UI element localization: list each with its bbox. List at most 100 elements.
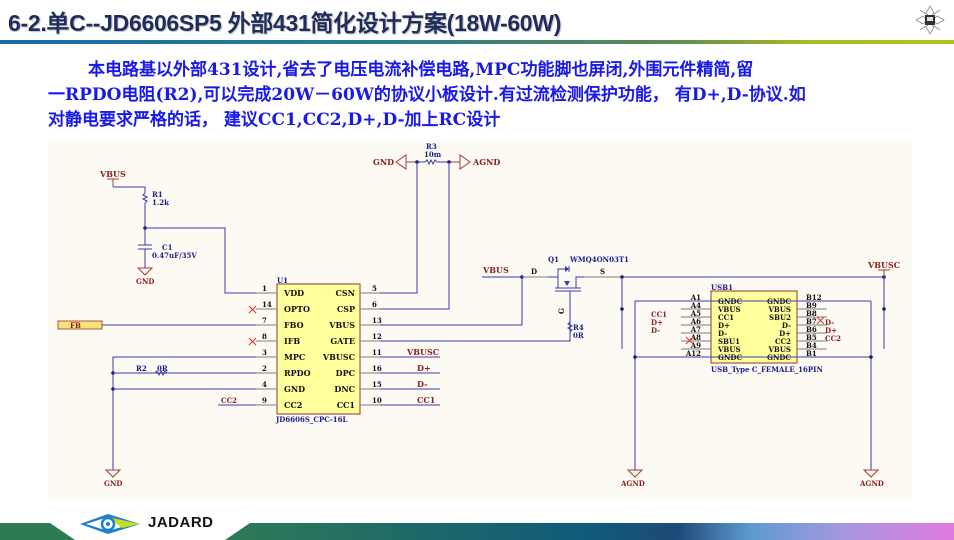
u1-part: JD6606S_CPC-16L: [275, 415, 347, 424]
usb-pin-number: B7: [806, 317, 817, 326]
usb-pin-name: CC1: [718, 313, 734, 322]
u1-pin-number: 3: [262, 348, 267, 357]
resistor-r2: R2 0R: [136, 364, 168, 377]
title-underline: [0, 40, 954, 44]
u1-pin-number: 14: [262, 300, 272, 309]
usb-pin-name: CC2: [775, 337, 791, 346]
usb-pin-name: VBUS: [717, 345, 741, 354]
q1-pin-s: S: [600, 267, 605, 276]
usb-pin-number: B12: [806, 293, 822, 302]
vbus-label: VBUS: [99, 169, 126, 179]
agnd-right-label: AGND: [859, 479, 884, 488]
resistor-r3: GND AGND R3 10m: [373, 142, 500, 170]
page-title: 6-2.单C--JD6606SP5 外部431简化设计方案(18W-60W): [8, 10, 562, 36]
gnd-bottom-label: GND: [104, 479, 122, 488]
usb1-ref: USB1: [711, 283, 733, 292]
description-line-1: 本电路基以外部431设计,省去了电压电流补偿电路,MPC功能脚也屏闭,外围元件精…: [88, 60, 754, 80]
q1-value: WMQ4ON03T1: [569, 255, 629, 264]
u1-pin-number: 10: [372, 396, 382, 405]
jadard-logo-icon: [80, 514, 140, 534]
usb-pin-name: SBU1: [718, 337, 740, 346]
r4-value: 0R: [573, 331, 584, 340]
r1-value: 1.2k: [152, 198, 169, 207]
description-line-2: 一RPDO电阻(R2),可以完成20W－60W的协议小板设计.有过流检测保护功能…: [48, 85, 806, 105]
c1-ref: C1: [162, 243, 173, 252]
usb-pin-number: A8: [690, 333, 701, 342]
footer-banner: [0, 523, 954, 540]
usb-pin-name: SBU2: [769, 313, 791, 322]
u1-pin-number: 4: [262, 380, 267, 389]
u1-pin-name: MPC: [284, 352, 305, 362]
u1-ref: U1: [277, 276, 288, 285]
usb-pin-number: A12: [685, 349, 701, 358]
r4-ref: R4: [573, 323, 584, 332]
c1-value: 0.47uF/35V: [152, 251, 197, 260]
description-text: 本电路基以外部431设计,省去了电压电流补偿电路,MPC功能脚也屏闭,外围元件精…: [48, 58, 928, 133]
usb-b7-dminus-label: D-: [825, 318, 834, 327]
vbusc-power-port: VBUSC: [867, 260, 900, 277]
usb-pin-number: B4: [806, 341, 817, 350]
usb-pin-number: A5: [690, 309, 701, 318]
capacitor-c1: C1 0.47uF/35V: [138, 243, 197, 268]
usb-pin-name: VBUS: [767, 305, 791, 314]
u1-pin-name: GND: [284, 384, 305, 394]
agnd-port-label: AGND: [472, 157, 500, 167]
r3-value: 10m: [424, 150, 442, 159]
u1-pin-number: 8: [262, 332, 267, 341]
usb-b5-cc2-label: CC2: [825, 334, 841, 343]
fb-net-port: FB: [57, 320, 103, 330]
u1-pin-number: 11: [372, 348, 382, 357]
u1-pin-number: 13: [372, 316, 382, 325]
usb-pin-number: B9: [806, 301, 817, 310]
usb-pin-number: A1: [690, 293, 701, 302]
u1-pin-number: 6: [372, 300, 377, 309]
gnd-port-label: GND: [373, 157, 394, 167]
usb-pin-number: A9: [690, 341, 701, 350]
u1-pin-number: 16: [372, 364, 382, 373]
q1-pin-d: D: [531, 267, 537, 276]
usb-pin-number: A7: [690, 325, 701, 334]
usb-cc1-label: CC1: [651, 310, 667, 319]
company-emblem-icon: [915, 5, 945, 35]
gnd-label: GND: [136, 277, 154, 286]
usb1-part: USB_Type C_FEMALE_16PIN: [711, 365, 823, 374]
r1-ref: R1: [152, 190, 163, 199]
u1-pin-name: VBUS: [328, 320, 355, 330]
usb-pin-name: D-: [718, 329, 727, 338]
vbusc-port-label: VBUSC: [867, 260, 900, 270]
usb-pin-number: A6: [690, 317, 701, 326]
schematic-diagram: .w{stroke:#3b3ba8;stroke-width:1;fill:no…: [48, 140, 912, 500]
u1-pin-name: CC1: [337, 400, 355, 410]
usb-pin-name: D-: [782, 321, 791, 330]
u1-pin-name: VBUSC: [322, 352, 355, 362]
usb-b6-dplus-label: D+: [825, 326, 837, 335]
u1-pin-name: CSP: [337, 304, 355, 314]
usb-pin-number: A4: [690, 301, 701, 310]
brand-name: JADARD: [148, 514, 214, 531]
dminus-net-label: D-: [417, 379, 427, 389]
cc2-net-label: CC2: [221, 396, 237, 405]
vbusc-net-label: VBUSC: [406, 347, 439, 357]
usb-pin-number: B8: [806, 309, 817, 318]
u1-pin-number: 15: [372, 380, 382, 389]
u1-pin-name: VDD: [283, 288, 304, 298]
gnd-symbol-bottom: GND: [104, 469, 122, 488]
u1-pin-number: 12: [372, 332, 382, 341]
agnd-symbol-left: AGND: [620, 469, 645, 488]
agnd-symbol-right: AGND: [859, 469, 884, 488]
r2-ref: R2: [136, 364, 147, 373]
agnd-left-label: AGND: [620, 479, 645, 488]
resistor-r4: R4 0R: [566, 312, 584, 341]
u1-pin-name: GATE: [330, 336, 355, 346]
u1-pin-name: FBO: [284, 320, 304, 330]
u1-pin-name: DPC: [336, 368, 355, 378]
mosfet-q1: Q1 WMQ4ON03T1 G: [548, 255, 629, 314]
usb-pin-number: B1: [806, 349, 817, 358]
description-line-3: 对静电要求严格的话， 建议CC1,CC2,D+,D-加上RC设计: [48, 110, 501, 130]
usb-pin-name: D+: [779, 329, 791, 338]
u1-pin-number: 9: [262, 396, 267, 405]
u1-pin-name: IFB: [284, 336, 300, 346]
usb-pin-name: VBUS: [717, 305, 741, 314]
